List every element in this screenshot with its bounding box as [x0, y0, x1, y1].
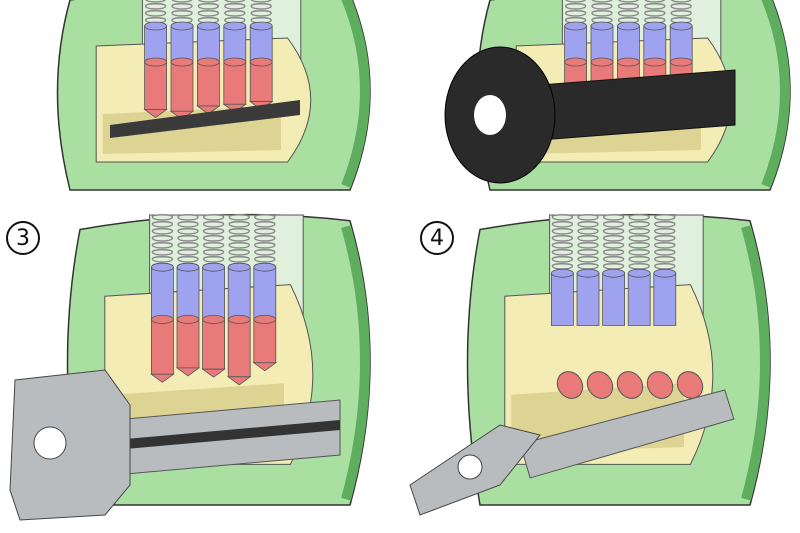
keyway-slot [110, 100, 300, 138]
driver-pin-3 [196, 25, 220, 63]
tilted-key-pin-2 [586, 371, 614, 399]
key-pin-1 [151, 319, 174, 375]
driver-pin-3 [616, 25, 640, 63]
driver-pin-3 [602, 272, 626, 326]
housing-rim [761, 0, 790, 188]
key-pin-4 [227, 319, 251, 378]
key-hole [474, 95, 506, 135]
panel-2-cylinder [444, 0, 791, 191]
panel-4-cylinder [409, 213, 771, 516]
driver-pin-4 [223, 25, 247, 63]
key-hole [33, 426, 67, 460]
driver-pin-2 [576, 272, 600, 326]
driver-pin-5 [669, 25, 693, 63]
key-blade [519, 389, 735, 479]
key-groove [115, 420, 340, 450]
driver-pin-1 [564, 25, 587, 63]
key-head [9, 369, 131, 521]
tilted-key-pin-5 [676, 371, 704, 399]
key-pin-5 [253, 319, 277, 364]
tilted-key-pin-3 [616, 371, 644, 399]
step-marker-4: 4 [420, 221, 454, 255]
tilted-key-pin-4 [646, 371, 674, 399]
driver-pin-4 [643, 25, 667, 63]
driver-pin-1 [151, 266, 174, 320]
housing-rim [741, 225, 770, 501]
key-pin-3 [196, 61, 220, 107]
driver-pin-2 [170, 25, 194, 63]
driver-pin-4 [627, 272, 651, 326]
step-marker-3: 3 [6, 221, 40, 255]
driver-pin-1 [551, 272, 574, 326]
driver-pin-1 [144, 25, 167, 63]
driver-pin-3 [202, 266, 226, 320]
driver-pin-2 [590, 25, 614, 63]
tilted-key-pin-1 [556, 371, 584, 399]
driver-pin-5 [249, 25, 273, 63]
driver-pin-5 [253, 266, 277, 320]
driver-pin-4 [227, 266, 251, 320]
key-hole [457, 454, 483, 480]
driver-pin-5 [653, 272, 677, 326]
panel-3-cylinder [9, 213, 371, 521]
housing-rim [341, 0, 370, 188]
key-pin-2 [176, 319, 200, 369]
driver-pin-2 [176, 266, 200, 320]
housing-rim [341, 225, 370, 501]
key-pin-3 [202, 319, 226, 370]
key-pin-5 [249, 61, 273, 102]
key-pin-1 [144, 61, 167, 110]
key-pin-2 [170, 61, 194, 112]
panel-1-cylinder [56, 0, 371, 191]
key-pin-4 [223, 61, 247, 105]
